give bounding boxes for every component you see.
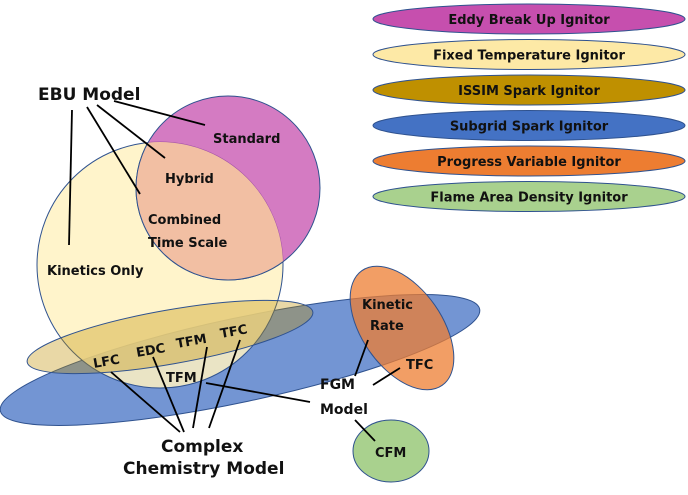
label-combined: Combined — [148, 213, 221, 228]
label-tfc-right: TFC — [406, 358, 433, 373]
label-kinetic: Kinetic — [362, 298, 413, 313]
legend-label: Fixed Temperature Ignitor — [433, 49, 625, 64]
region-flame-area-density — [352, 419, 430, 483]
label-kinetics-only: Kinetics Only — [47, 264, 144, 279]
legend-swatch — [372, 74, 686, 106]
region-progress-variable — [349, 265, 455, 391]
label-complex: Complex — [161, 437, 243, 457]
connector-lines — [68, 100, 401, 442]
legend-swatch — [372, 110, 686, 141]
label-time-scale: Time Scale — [148, 236, 228, 251]
label-cfm: CFM — [375, 446, 406, 461]
label-fgm: FGM — [320, 377, 355, 393]
label-lfc: LFC — [92, 353, 121, 372]
legend-label: ISSIM Spark Ignitor — [458, 84, 600, 99]
label-chemistry-model: Chemistry Model — [123, 459, 284, 479]
legend-label: Flame Area Density Ignitor — [430, 191, 628, 206]
legend-swatch — [372, 3, 686, 35]
legend-swatch — [372, 39, 686, 70]
label-rate: Rate — [370, 319, 404, 334]
legend-label: Progress Variable Ignitor — [437, 155, 621, 170]
label-standard: Standard — [213, 132, 280, 147]
label-hybrid: Hybrid — [165, 172, 214, 187]
label-edc: EDC — [135, 341, 166, 361]
label-tfm-upper: TFM — [175, 332, 208, 352]
label-ebu-model: EBU Model — [38, 85, 140, 105]
region-issim-spark — [26, 299, 314, 375]
legend-label: Eddy Break Up Ignitor — [448, 13, 610, 28]
label-tfc-left: TFC — [219, 322, 248, 342]
legend-swatch — [372, 145, 686, 177]
label-fgm-model: Model — [320, 402, 368, 418]
label-tfm-lower: TFM — [166, 371, 197, 386]
legend-swatch — [372, 181, 686, 212]
legend-label: Subgrid Spark Ignitor — [450, 120, 609, 135]
